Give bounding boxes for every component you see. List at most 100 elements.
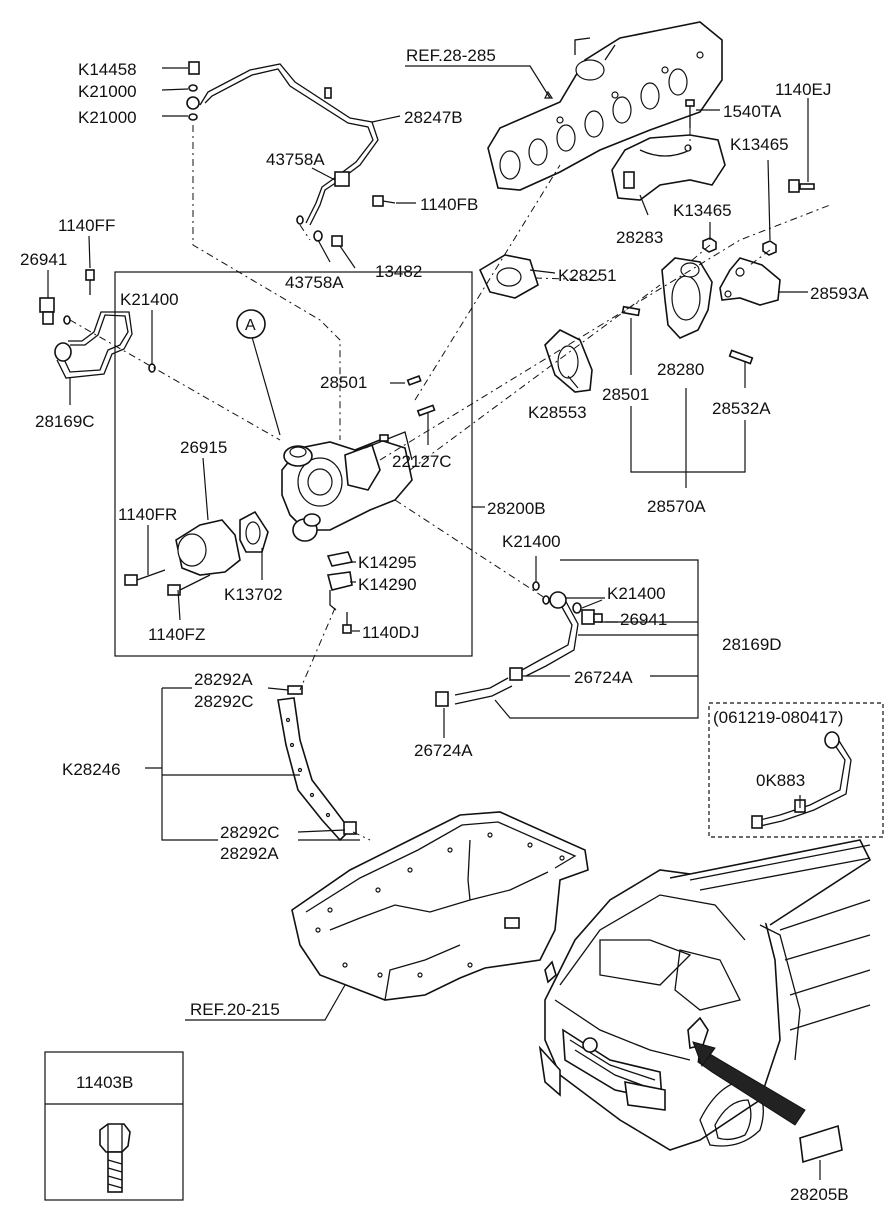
exhaust-elbow-28280 bbox=[661, 257, 713, 339]
eye-bolt-26941-right bbox=[581, 609, 603, 625]
part-labels: REF.28-285 K14458 K21000 K21000 28247B 1… bbox=[20, 46, 869, 1204]
oil-return-flange-k14290 bbox=[326, 571, 353, 611]
exhaust-manifold bbox=[487, 21, 723, 191]
label-k21400-b: K21400 bbox=[502, 532, 561, 551]
oil-drain-pipe-k28246 bbox=[277, 685, 357, 842]
label-28169c: 28169C bbox=[35, 412, 95, 431]
label-k21400-c: K21400 bbox=[607, 584, 666, 603]
label-ref-28-285: REF.28-285 bbox=[406, 46, 496, 65]
label-k13465-b: K13465 bbox=[673, 201, 732, 220]
label-plate-28205b bbox=[799, 1124, 843, 1164]
bolt-1140ej bbox=[788, 179, 815, 193]
label-28205b: 28205B bbox=[790, 1185, 849, 1204]
label-26915: 26915 bbox=[180, 438, 227, 457]
label-28280: 28280 bbox=[657, 360, 704, 379]
label-k21000-a: K21000 bbox=[78, 82, 137, 101]
label-callout-a: A bbox=[245, 317, 256, 334]
label-28570a: 28570A bbox=[647, 497, 706, 516]
nut-k13465 bbox=[702, 237, 777, 256]
label-k13702: K13702 bbox=[224, 585, 283, 604]
label-k28251: K28251 bbox=[558, 266, 617, 285]
leader-lines bbox=[47, 65, 821, 1180]
outlet-adapter-26915 bbox=[175, 519, 241, 576]
label-ref-20-215: REF.20-215 bbox=[190, 1000, 280, 1019]
label-k14290: K14290 bbox=[358, 575, 417, 594]
label-28532a: 28532A bbox=[712, 399, 771, 418]
label-1140ff: 1140FF bbox=[58, 216, 115, 235]
gasket-k13702 bbox=[239, 510, 269, 553]
label-1140fr: 1140FR bbox=[118, 505, 177, 524]
stud-22127c bbox=[416, 404, 436, 417]
label-k14458: K14458 bbox=[78, 60, 137, 79]
bolt-1140ff bbox=[85, 269, 95, 295]
label-43758a-bottom: 43758A bbox=[285, 273, 344, 292]
callout-a bbox=[236, 309, 266, 339]
label-28200b: 28200B bbox=[487, 499, 546, 518]
stud-28501-turbo bbox=[406, 375, 422, 386]
water-pipe-28169d bbox=[521, 591, 579, 677]
label-43758a-top: 43758A bbox=[266, 150, 325, 169]
label-k13465-a: K13465 bbox=[730, 135, 789, 154]
label-28169d: 28169D bbox=[722, 635, 782, 654]
label-28247b: 28247B bbox=[404, 108, 463, 127]
label-1140fz: 1140FZ bbox=[148, 625, 205, 644]
turbocharger-assembly-frame bbox=[114, 271, 473, 657]
oil-pan bbox=[291, 811, 589, 1001]
label-26724a-b: 26724A bbox=[414, 741, 473, 760]
eye-bolt-k14458 bbox=[188, 61, 200, 75]
label-28292c-top: 28292C bbox=[194, 692, 254, 711]
assembly-centerlines bbox=[69, 125, 831, 841]
label-1140ej: 1140EJ bbox=[775, 80, 831, 99]
label-k21400-a: K21400 bbox=[120, 290, 179, 309]
label-k14295: K14295 bbox=[358, 553, 417, 572]
label-k28553: K28553 bbox=[528, 403, 587, 422]
bolt-legend-frame bbox=[44, 1051, 184, 1201]
gasket-k28251 bbox=[478, 254, 539, 299]
water-pipe-28169c bbox=[54, 311, 133, 379]
bolt-11403b bbox=[99, 1123, 131, 1193]
bolt-1140fb bbox=[372, 195, 396, 207]
stud-28532a bbox=[728, 349, 754, 365]
bolt-1140fr bbox=[124, 569, 166, 586]
label-k28246: K28246 bbox=[62, 760, 121, 779]
washer-k21400-left bbox=[63, 315, 156, 373]
gasket-k14295 bbox=[326, 551, 354, 567]
label-0k883: 0K883 bbox=[756, 771, 805, 790]
label-k21000-b: K21000 bbox=[78, 108, 137, 127]
label-1140dj: 1140DJ bbox=[362, 623, 419, 642]
turbocharger bbox=[281, 431, 413, 542]
label-1540ta: 1540TA bbox=[723, 102, 782, 121]
label-28593a: 28593A bbox=[810, 284, 869, 303]
washer-k21400-right bbox=[532, 581, 582, 614]
label-1140fb: 1140FB bbox=[420, 195, 478, 214]
gasket-k28553 bbox=[544, 329, 593, 393]
bolt-13482 bbox=[331, 235, 343, 247]
label-22127c: 22127C bbox=[392, 452, 452, 471]
location-arrow bbox=[692, 1041, 806, 1126]
bolt-1540ta bbox=[685, 99, 695, 128]
washer-43758a bbox=[296, 215, 323, 242]
bolt-1140dj bbox=[342, 612, 352, 634]
washer-k21000 bbox=[186, 84, 200, 121]
label-28292a-bottom: 28292A bbox=[220, 844, 279, 863]
label-date-range: (061219-080417) bbox=[713, 708, 843, 727]
label-26941-b: 26941 bbox=[620, 610, 667, 629]
label-13482: 13482 bbox=[375, 262, 422, 281]
hose-26724a bbox=[435, 667, 523, 707]
label-28292c-bottom: 28292C bbox=[220, 823, 280, 842]
label-28501-a: 28501 bbox=[320, 373, 367, 392]
label-26941-a: 26941 bbox=[20, 250, 67, 269]
label-26724a-a: 26724A bbox=[574, 668, 633, 687]
label-28292a-top: 28292A bbox=[194, 670, 253, 689]
superseded-part-frame bbox=[708, 702, 884, 838]
eye-bolt-26941 bbox=[39, 297, 55, 325]
bracket-28593a bbox=[719, 257, 781, 306]
label-28501-b: 28501 bbox=[602, 385, 649, 404]
label-11403b: 11403B bbox=[76, 1073, 133, 1092]
label-28283: 28283 bbox=[616, 228, 663, 247]
bolt-1140fz bbox=[167, 574, 211, 596]
oil-feed-pipe-28247b bbox=[199, 63, 379, 226]
truck-illustration bbox=[538, 839, 872, 1151]
heat-shield-28283 bbox=[611, 134, 726, 201]
